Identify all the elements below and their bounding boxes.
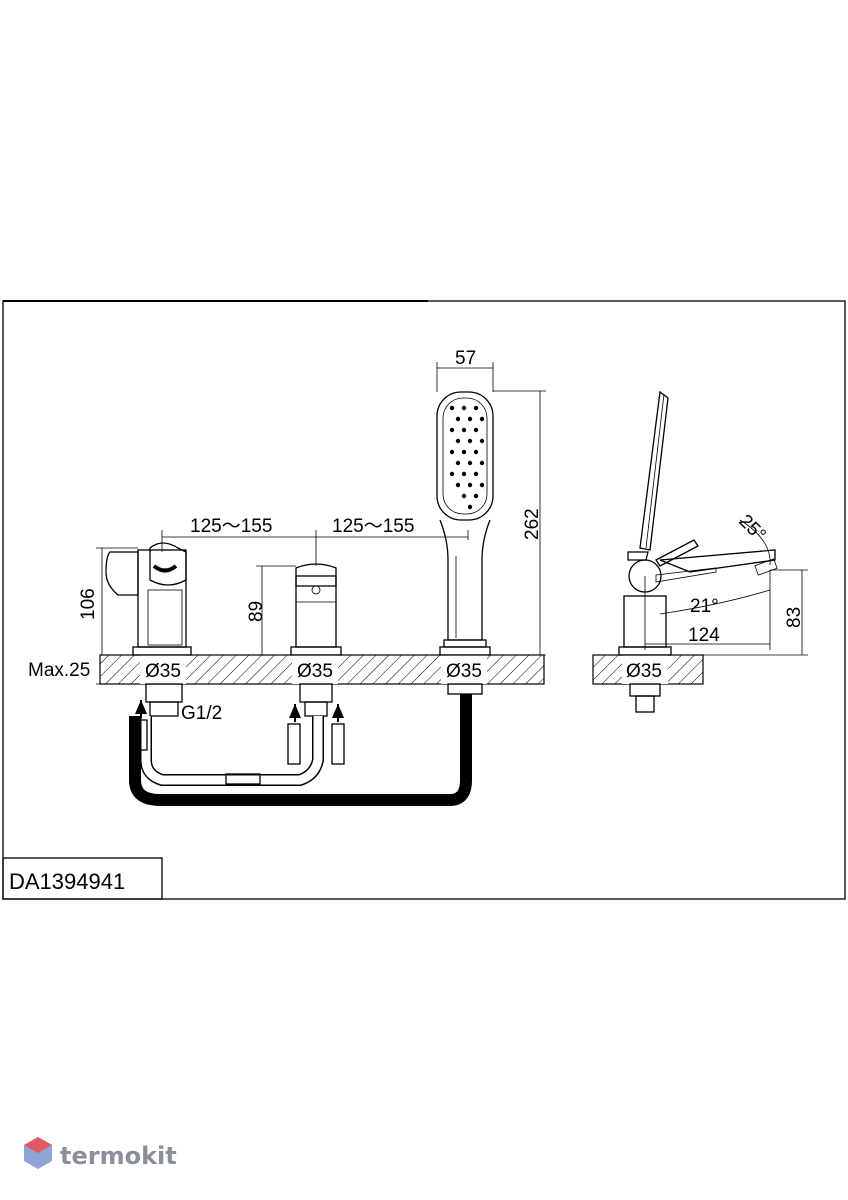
hole-2-label: Ø35 bbox=[297, 661, 333, 682]
mixer-body bbox=[290, 563, 342, 717]
side-reach-label: 124 bbox=[688, 625, 720, 646]
braided-hoses bbox=[129, 694, 472, 806]
inlet-arrows bbox=[135, 700, 344, 722]
spacing-right-label: 125～155 bbox=[332, 516, 414, 537]
watermark: termokit bbox=[24, 1137, 177, 1170]
spout-angle-label: 21° bbox=[690, 596, 719, 617]
deck-section bbox=[99, 654, 704, 685]
hole-3-label: Ø35 bbox=[446, 661, 482, 682]
hole-side-label: Ø35 bbox=[626, 661, 662, 682]
mixer-height-label: 89 bbox=[246, 601, 267, 622]
model-code: DA1394941 bbox=[9, 869, 125, 894]
dimension-texts: 125～155 125～155 57 262 106 89 Max.25 Ø35… bbox=[28, 348, 805, 724]
max-deck-label: Max.25 bbox=[28, 660, 90, 681]
spout-height-label: 106 bbox=[78, 588, 99, 620]
side-height-label: 83 bbox=[784, 607, 805, 628]
handshower bbox=[436, 391, 494, 695]
drawing-frame bbox=[2, 300, 846, 900]
spout-body bbox=[105, 542, 192, 717]
spacing-left-label: 125～155 bbox=[190, 516, 272, 537]
watermark-text: termokit bbox=[60, 1142, 177, 1170]
handle-angle-label: 25° bbox=[734, 511, 769, 546]
thread-label: G1/2 bbox=[181, 703, 222, 724]
handshower-width-label: 57 bbox=[455, 348, 476, 369]
dimension-lines bbox=[96, 362, 808, 685]
termokit-logo-icon bbox=[24, 1137, 52, 1169]
hole-1-label: Ø35 bbox=[145, 661, 181, 682]
handshower-height-label: 262 bbox=[522, 508, 543, 540]
spray-nozzles bbox=[449, 405, 485, 510]
